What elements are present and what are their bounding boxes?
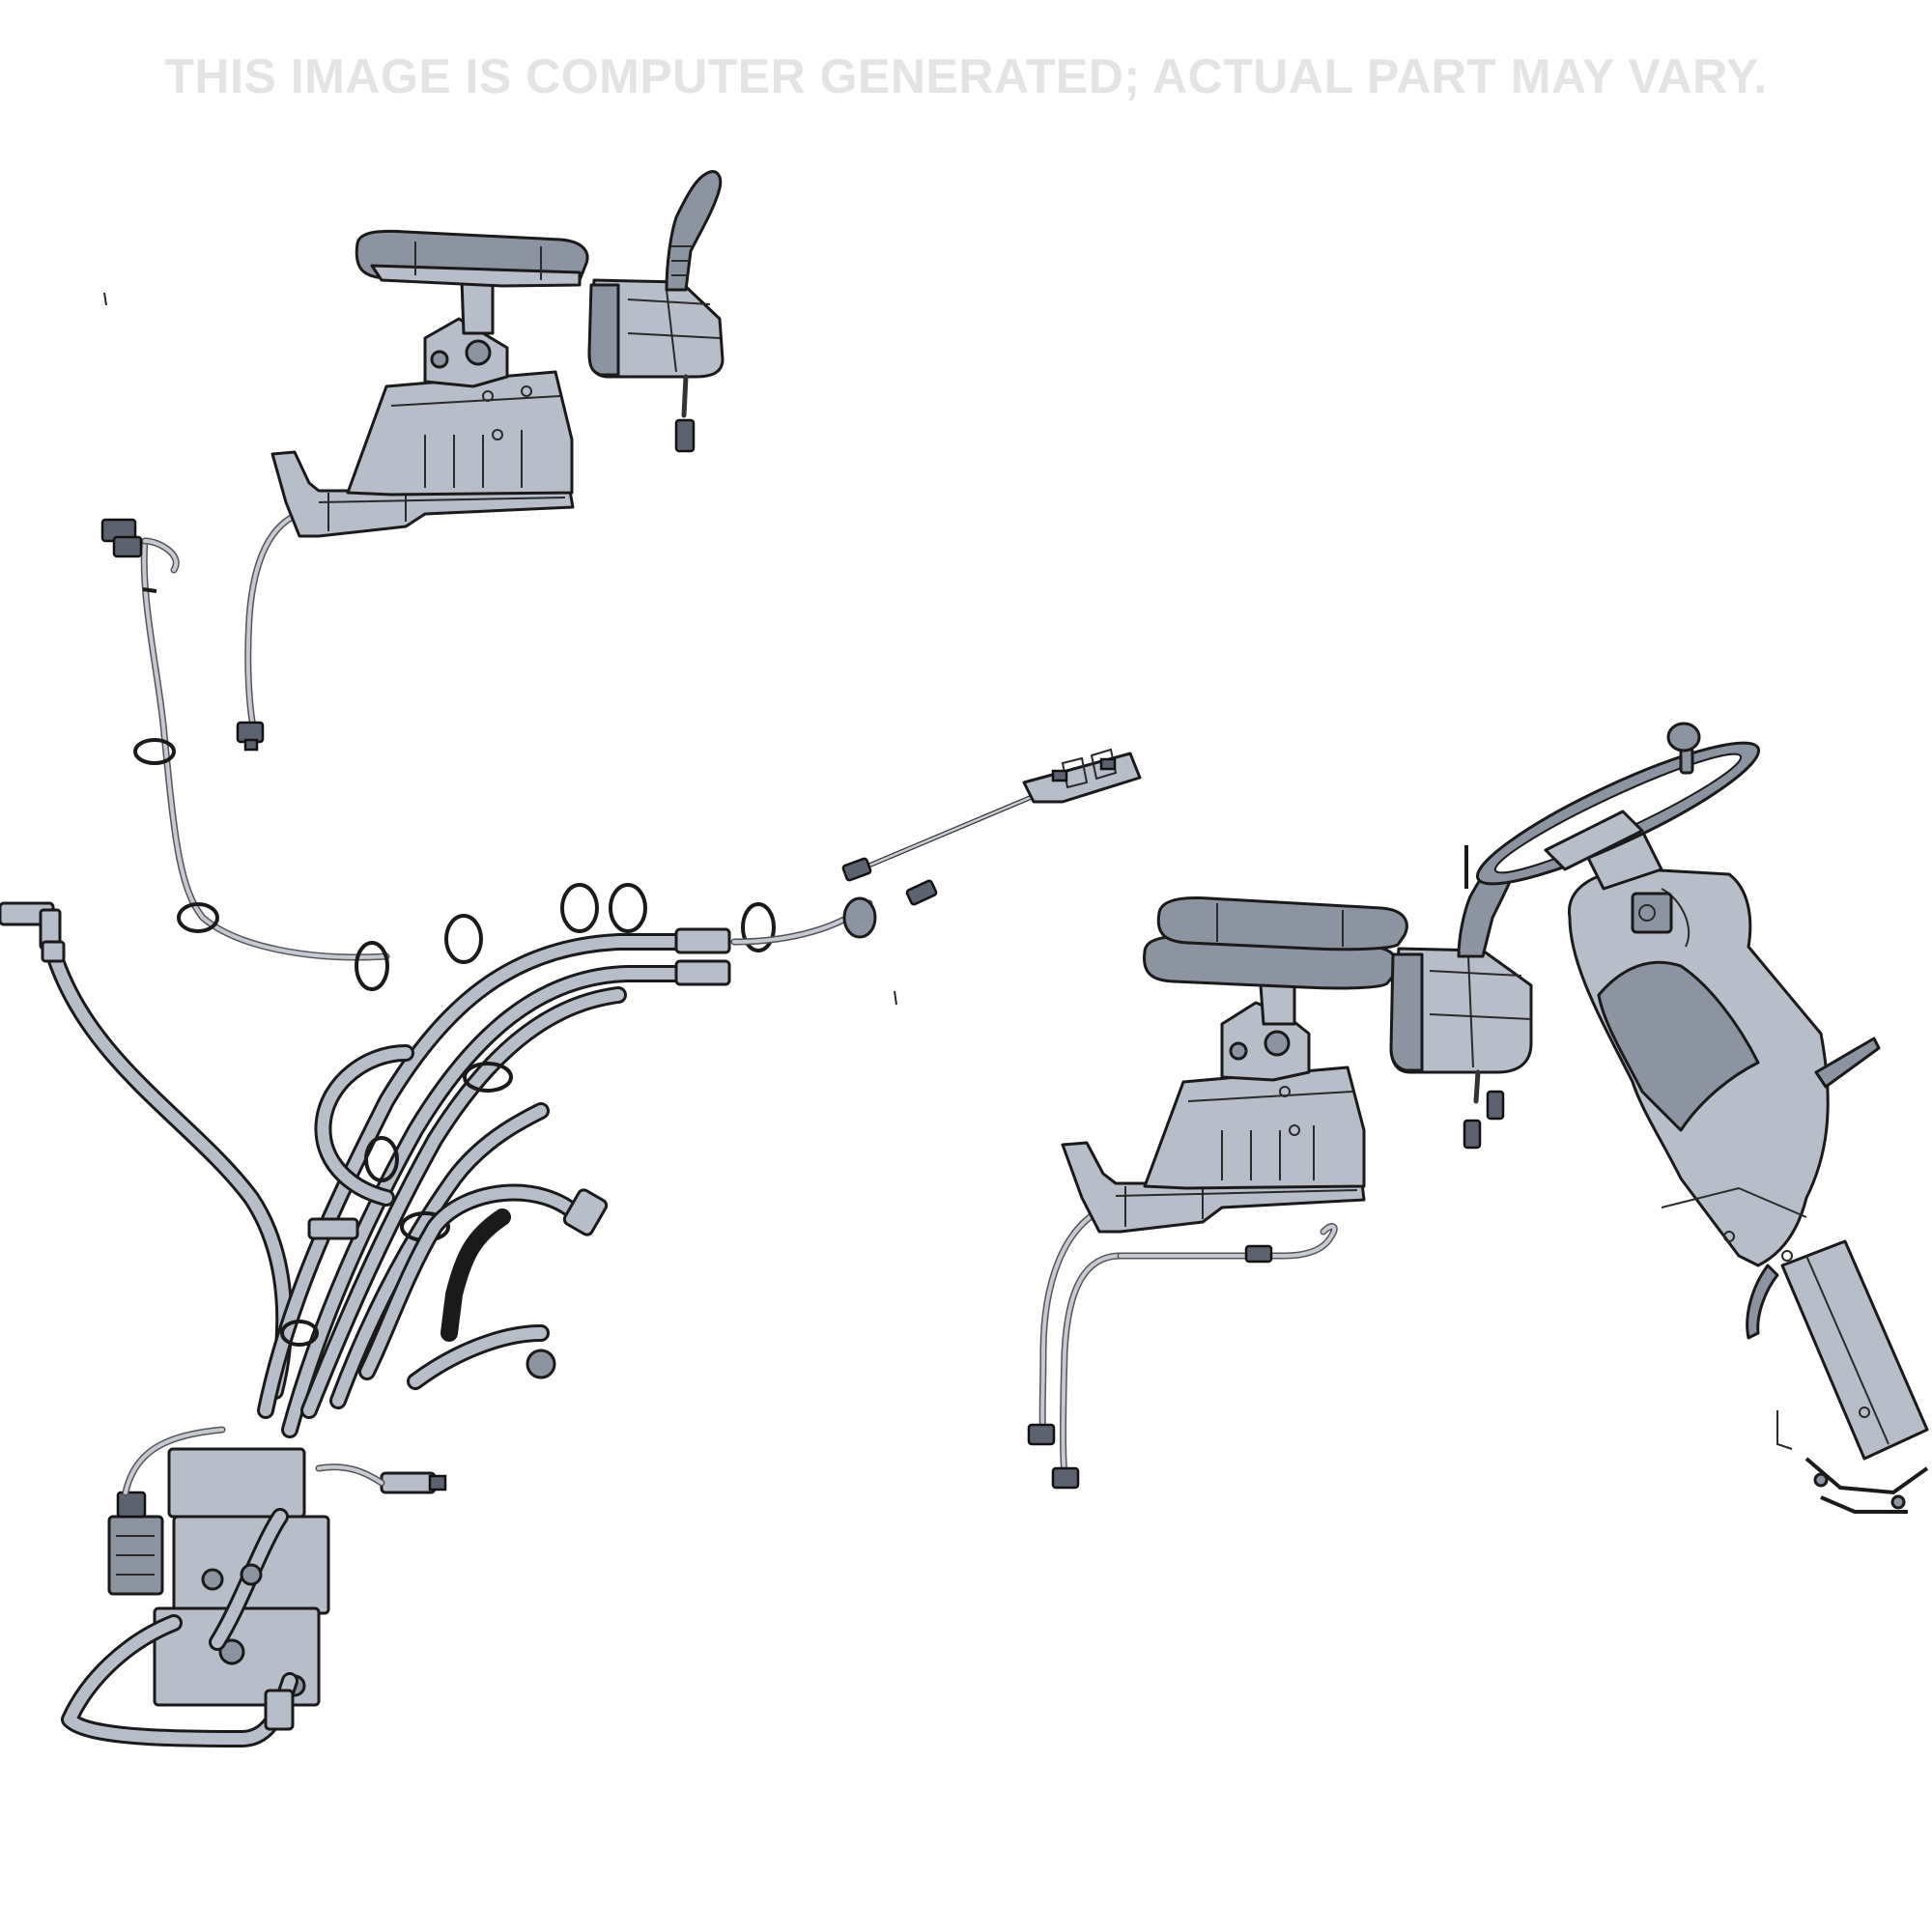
hydraulic-valve-assembly [61, 1183, 609, 1747]
bundle-clamp-7 [364, 1136, 399, 1182]
module-connector-top [674, 418, 696, 453]
harness-clip-lower [177, 902, 219, 933]
cable-connector-lower [841, 857, 872, 882]
bundle-clamp-2 [560, 883, 599, 933]
armrest-console-assembly-top [236, 170, 724, 752]
bundle-clamp-3 [609, 883, 647, 933]
hose-fitting-stub [307, 1217, 359, 1240]
cable-end-connector-top [236, 721, 265, 752]
hydraulic-hose-long-left [0, 901, 294, 1400]
steering-column-mount-bracket [1776, 1410, 1929, 1514]
hose-fitting-upper-2 [674, 959, 731, 986]
wiring-harness-left [100, 518, 390, 961]
sensor-cable-upper [730, 748, 1142, 946]
column-tilt-pedal [1746, 1264, 1779, 1340]
valve-body-upper [167, 1447, 306, 1519]
elbow-fitting-right [562, 1188, 609, 1236]
cable-connector-small [905, 879, 938, 906]
hose-fitting-top-left [0, 901, 66, 963]
harness-clip-upper [133, 738, 176, 765]
right-armrest-riser [1259, 981, 1296, 1026]
right-module-connector-2 [1486, 1090, 1505, 1121]
armrest-console-assembly-right [1027, 850, 1533, 1490]
steering-spinner-knob-stem [1679, 747, 1694, 775]
joystick-grip [665, 170, 723, 292]
bundle-clamp-1 [444, 914, 483, 964]
disclaimer-watermark: THIS IMAGE IS COMPUTER GENERATED; ACTUAL… [164, 49, 1768, 103]
hose-bundle-center [257, 883, 776, 1438]
harness-plug-group [100, 518, 143, 558]
console-mounting-bracket [346, 370, 574, 497]
solenoid-connector [116, 1491, 147, 1519]
bundle-clamp-5 [355, 941, 389, 991]
bundle-clamp-6 [463, 1062, 513, 1093]
steering-column-assembly [1464, 722, 1929, 1514]
shroud-switch-panel [1631, 892, 1673, 934]
right-console-mounting-bracket [1143, 1065, 1366, 1190]
steering-spinner-knob [1666, 722, 1701, 753]
right-module-connector-1 [1463, 1119, 1482, 1150]
right-armrest-pad-upper [1156, 896, 1408, 952]
column-adjust-lever [1814, 1037, 1881, 1089]
bundle-clamp-9 [280, 1320, 319, 1347]
bundle-clamp-4 [741, 902, 776, 952]
bracket-sensor-mount [1022, 748, 1142, 804]
right-cable-connector-2 [1051, 1466, 1080, 1490]
valve-side-fitting [380, 1471, 447, 1494]
cable-grommet [842, 896, 877, 939]
small-fastener-left [103, 292, 107, 306]
fitting-nut-right [526, 1349, 556, 1379]
right-cable-connector-1 [1027, 1423, 1056, 1446]
small-fastener-center [894, 990, 897, 1006]
hose-fitting-upper-1 [674, 927, 731, 954]
right-cable-connector-3 [1244, 1244, 1273, 1264]
valve-bottom-fitting [264, 1689, 295, 1731]
steering-column-tube [1780, 1239, 1929, 1461]
